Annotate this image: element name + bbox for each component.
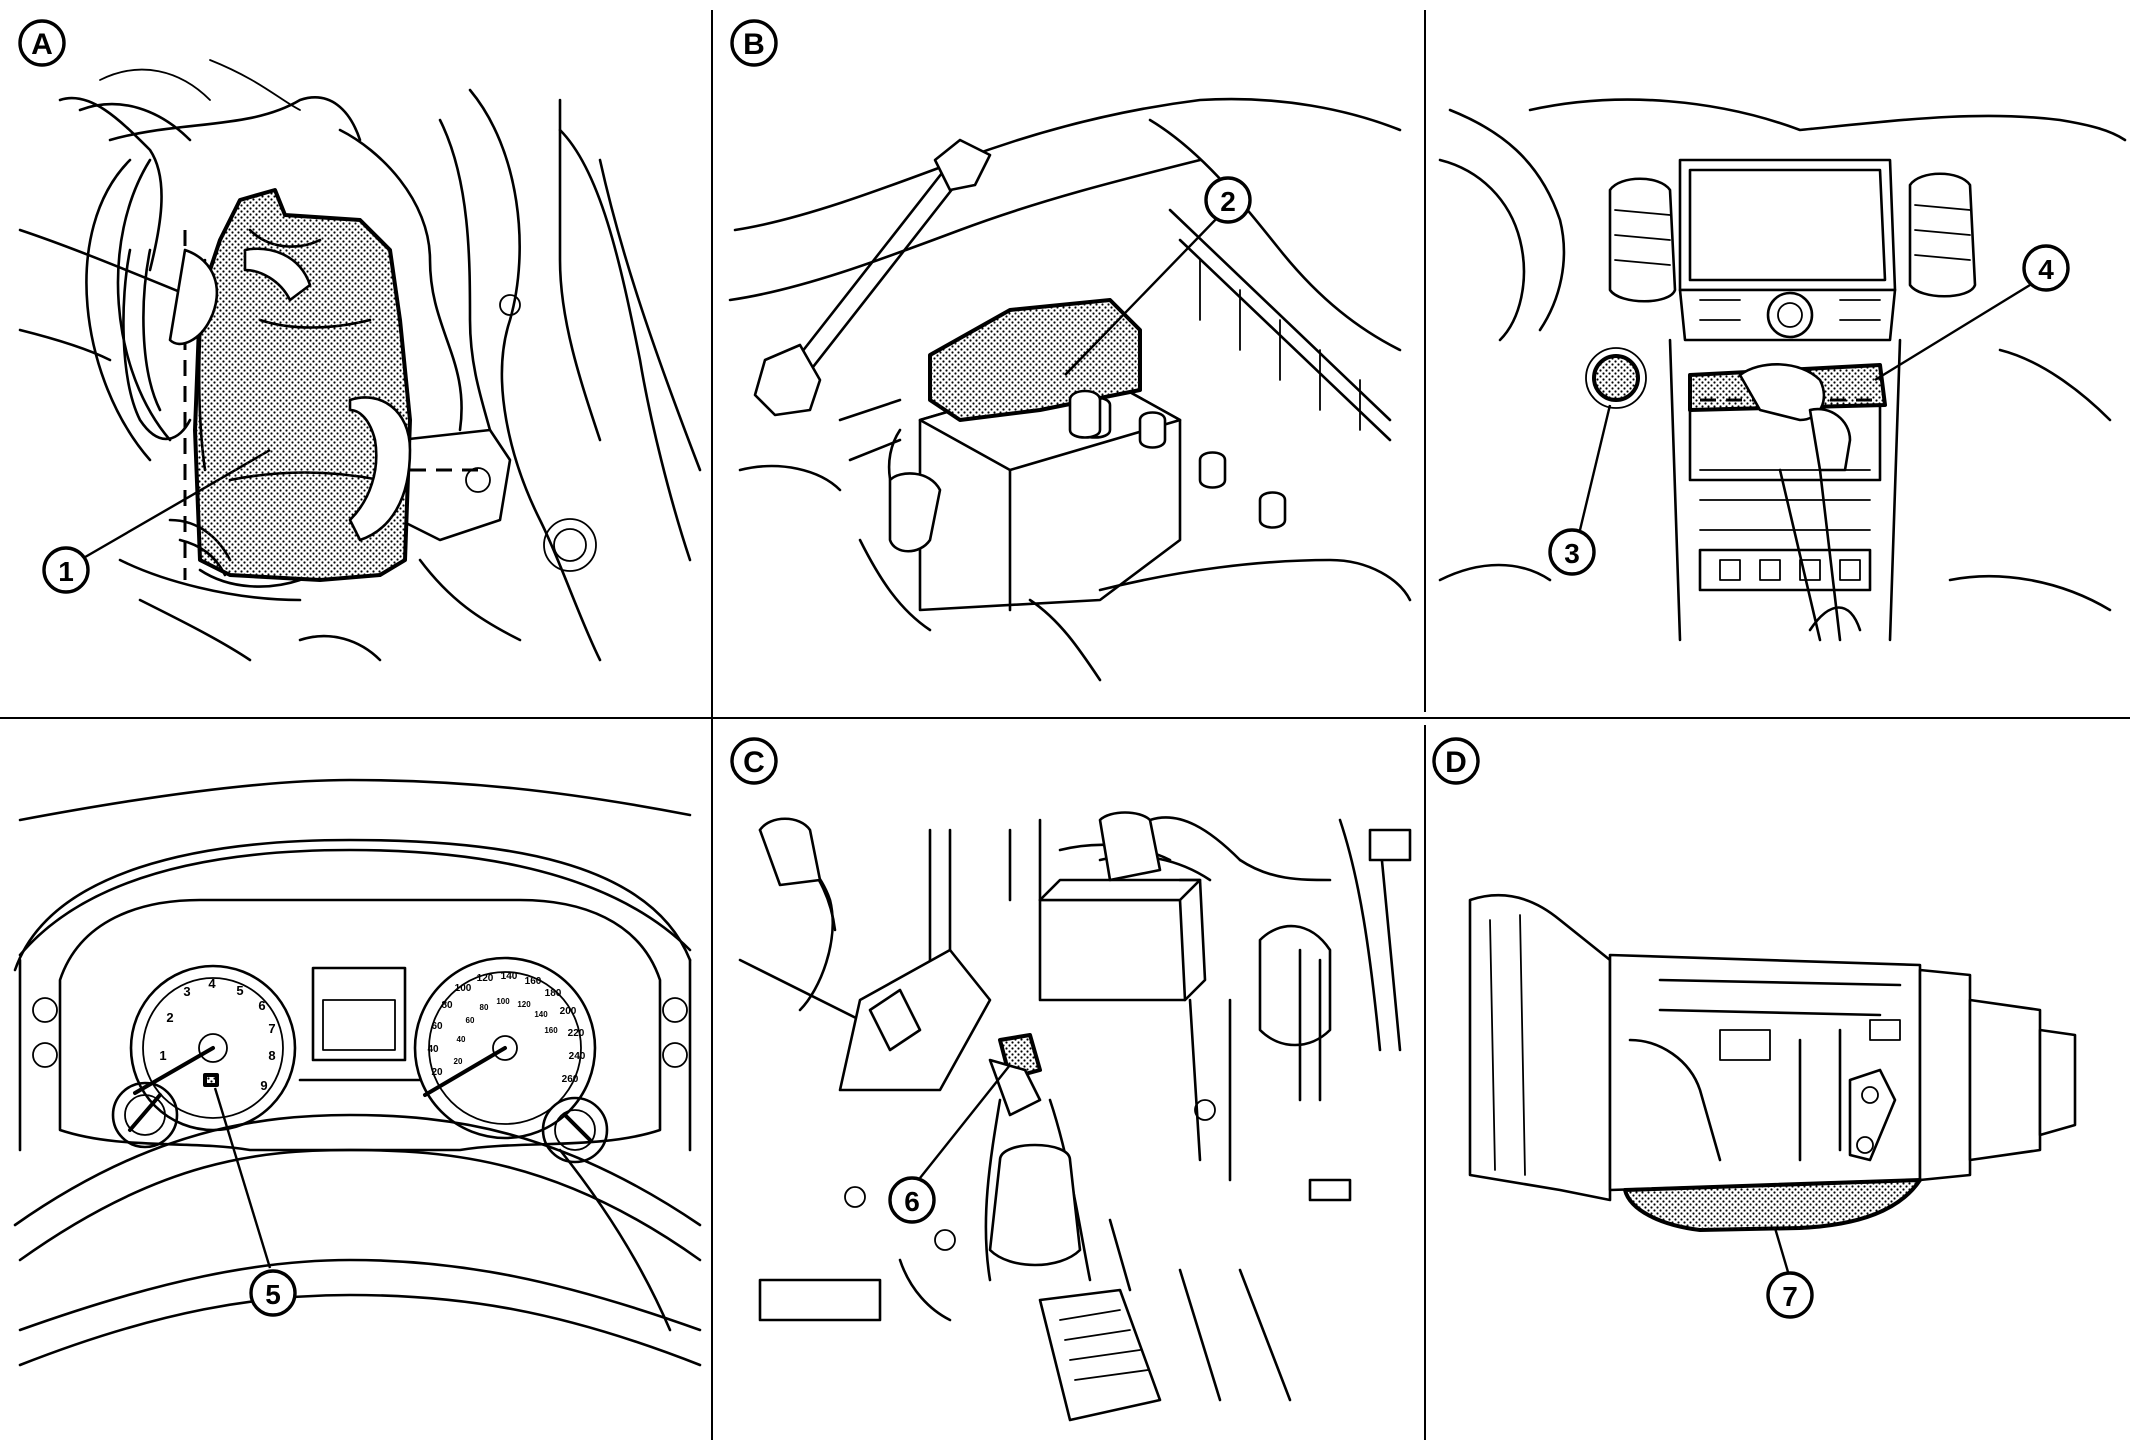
speed-tick-40: 40 <box>427 1044 439 1055</box>
speedometer-scale: 20 40 60 80 100 120 140 160 180 200 220 … <box>427 971 585 1085</box>
speed-tick-160: 160 <box>525 976 542 987</box>
callout-7-number: 7 <box>1782 1281 1798 1312</box>
callout-5-leader <box>213 1087 272 1269</box>
panel-a: A <box>18 19 702 662</box>
speed-tick-20: 20 <box>431 1067 443 1078</box>
callout-7-leader <box>1773 1227 1790 1273</box>
panel-letter-a: A <box>31 28 53 61</box>
panel-dashboard-center: 3 4 <box>1438 98 2127 642</box>
callout-1-bubble <box>42 546 90 594</box>
speed-inner-160: 160 <box>544 1026 558 1035</box>
tach-tick-5: 5 <box>236 983 243 998</box>
callout-2-number: 2 <box>1220 186 1236 217</box>
callout-2-leader <box>1064 214 1221 376</box>
panel-a-illustration <box>18 59 702 662</box>
tach-tick-9: 9 <box>260 1078 267 1093</box>
dashboard-illustration <box>1438 98 2127 642</box>
panel-c-illustration <box>738 811 1412 1422</box>
tach-tick-8: 8 <box>268 1048 275 1063</box>
callout-6-number: 6 <box>904 1186 920 1217</box>
callout-4-leader <box>1874 283 2031 382</box>
speed-tick-200: 200 <box>560 1006 577 1017</box>
callout-3-leader <box>1578 404 1612 531</box>
speed-inner-60: 60 <box>466 1016 475 1025</box>
tach-tick-4: 4 <box>208 976 216 991</box>
speed-tick-180: 180 <box>545 988 562 999</box>
speed-inner-40: 40 <box>457 1035 466 1044</box>
speed-tick-260: 260 <box>562 1074 579 1085</box>
callout-7-bubble <box>1766 1271 1814 1319</box>
tach-tick-1: 1 <box>159 1048 166 1063</box>
speed-inner-20: 20 <box>454 1057 463 1066</box>
speed-inner-80: 80 <box>480 1003 489 1012</box>
tach-tick-2: 2 <box>166 1010 173 1025</box>
speed-tick-80: 80 <box>441 1000 453 1011</box>
panel-letter-b: B <box>743 28 765 61</box>
callout-1-number: 1 <box>58 556 74 587</box>
callout-2-bubble <box>1204 176 1252 224</box>
panel-letter-d: D <box>1445 746 1467 779</box>
speed-tick-220: 220 <box>568 1028 585 1039</box>
transmission-oil-pan <box>1623 1178 1922 1232</box>
speed-tick-100: 100 <box>455 983 472 994</box>
callout-6-bubble <box>888 1176 936 1224</box>
callout-1-leader <box>79 448 271 562</box>
callout-5-number: 5 <box>265 1279 281 1310</box>
callout-5-bubble <box>249 1269 297 1317</box>
callout-3-number: 3 <box>1564 538 1580 569</box>
callout-4-number: 4 <box>2038 254 2054 285</box>
panel-meter: 1 2 3 4 5 6 7 8 9 20 40 60 80 100 120 14… <box>13 778 702 1367</box>
speed-tick-240: 240 <box>569 1051 586 1062</box>
speed-inner-120: 120 <box>517 1000 531 1009</box>
panel-b-illustration <box>728 97 1412 682</box>
callout-6-leader <box>919 1064 1011 1179</box>
speed-inner-140: 140 <box>534 1010 548 1019</box>
panel-letter-c: C <box>743 746 765 779</box>
tach-tick-6: 6 <box>258 998 265 1013</box>
panel-d-illustration <box>1468 893 2077 1232</box>
speed-tick-120: 120 <box>477 973 494 984</box>
meter-illustration <box>13 778 702 1367</box>
speedometer-inner-scale: 20 40 60 80 100 120 140 160 <box>454 997 559 1066</box>
speed-inner-100: 100 <box>496 997 510 1006</box>
callout-3-bubble <box>1548 528 1596 576</box>
panel-c: C <box>730 737 1412 1422</box>
bcm-unit <box>193 188 412 582</box>
tachometer-scale: 1 2 3 4 5 6 7 8 9 <box>159 976 275 1093</box>
panel-b: B <box>728 19 1412 682</box>
panel-grid <box>0 10 2130 1440</box>
tach-tick-3: 3 <box>183 984 190 999</box>
sensor-round <box>1592 354 1640 402</box>
callout-4-bubble <box>2022 244 2070 292</box>
speed-tick-60: 60 <box>431 1021 443 1032</box>
speed-tick-140: 140 <box>501 971 518 982</box>
meter-indicator <box>203 1073 219 1087</box>
panel-d: D 7 <box>1432 737 2077 1319</box>
tach-tick-7: 7 <box>268 1021 275 1036</box>
